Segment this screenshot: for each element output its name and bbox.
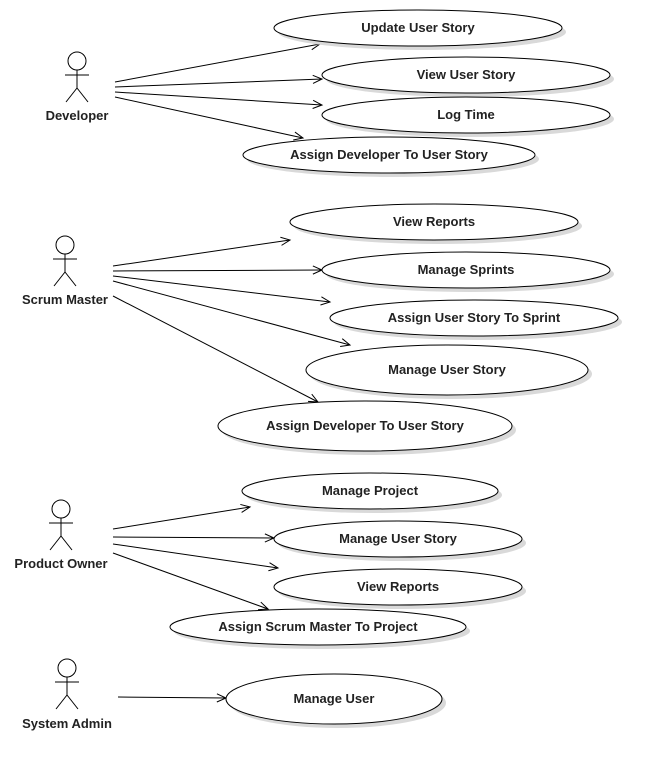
use-case[interactable]: View User Story	[321, 56, 614, 97]
use-case-label: Manage User Story	[388, 362, 507, 377]
use-case[interactable]: Manage User	[225, 673, 446, 728]
association-arrow	[112, 552, 270, 611]
actor-stick-figure-icon	[53, 235, 77, 287]
association-arrow	[112, 543, 280, 572]
association-arrow	[114, 91, 324, 109]
use-case[interactable]: View Reports	[289, 203, 582, 244]
use-case[interactable]: Manage User Story	[273, 520, 526, 561]
use-case-label: Manage User Story	[339, 531, 458, 546]
use-case-label: Log Time	[437, 107, 495, 122]
use-case-label: Assign Developer To User Story	[290, 147, 488, 162]
use-case[interactable]: Manage User Story	[305, 344, 592, 399]
use-case-ellipse[interactable]	[242, 136, 536, 174]
use-case-label: View User Story	[417, 67, 517, 82]
association-arrow	[112, 533, 276, 543]
use-case-ellipse[interactable]	[169, 608, 467, 646]
use-case-ellipse[interactable]	[225, 673, 443, 725]
use-case-label: Manage Project	[322, 483, 419, 498]
use-case[interactable]: Manage Project	[241, 472, 502, 513]
use-case[interactable]: Assign User Story To Sprint	[329, 299, 622, 340]
actor-name: Developer	[46, 108, 109, 123]
use-case[interactable]: View Reports	[273, 568, 526, 609]
actor-stick-figure-icon	[49, 499, 73, 551]
association-arrow	[112, 280, 352, 348]
use-case-ellipse[interactable]	[273, 568, 523, 606]
association-arrow	[114, 41, 322, 83]
association-arrow	[112, 265, 324, 275]
association-arrow	[112, 503, 252, 530]
actor-scrum-master[interactable]: Scrum Master	[22, 235, 108, 307]
association-arrow	[114, 96, 305, 141]
use-case-ellipse[interactable]	[273, 9, 563, 47]
use-case-ellipse[interactable]	[329, 299, 619, 337]
use-case[interactable]: Manage Sprints	[321, 251, 614, 292]
use-case-ellipse[interactable]	[273, 520, 523, 558]
use-case-label: View Reports	[393, 214, 475, 229]
actor-stick-figure-icon	[55, 658, 79, 710]
use-case-ellipse[interactable]	[321, 251, 611, 289]
use-case-label: Update User Story	[361, 20, 475, 35]
use-case-label: Manage Sprints	[418, 262, 515, 277]
use-case-label: Assign User Story To Sprint	[388, 310, 561, 325]
use-case-label: Assign Developer To User Story	[266, 418, 464, 433]
use-case-label: View Reports	[357, 579, 439, 594]
association-arrow	[112, 275, 332, 306]
actor-developer[interactable]: Developer	[46, 51, 109, 123]
actor-product-owner[interactable]: Product Owner	[14, 499, 108, 571]
use-case-label: Assign Scrum Master To Project	[218, 619, 418, 634]
actor-system-admin[interactable]: System Admin	[22, 658, 112, 731]
use-case-ellipse[interactable]	[241, 472, 499, 510]
actor-name: Scrum Master	[22, 292, 108, 307]
use-case-label: Manage User	[294, 691, 375, 706]
use-case[interactable]: Log Time	[321, 96, 614, 137]
association-arrow	[114, 74, 324, 88]
use-case-ellipse[interactable]	[305, 344, 589, 396]
use-case-ellipse[interactable]	[289, 203, 579, 241]
association-arrow	[112, 295, 320, 403]
actor-name: System Admin	[22, 716, 112, 731]
association-arrow	[117, 693, 228, 703]
use-case[interactable]: Assign Developer To User Story	[242, 136, 539, 177]
use-case[interactable]: Update User Story	[273, 9, 566, 50]
actor-stick-figure-icon	[65, 51, 89, 103]
association-arrow	[112, 236, 292, 267]
use-case-ellipse[interactable]	[321, 56, 611, 94]
use-case[interactable]: Assign Developer To User Story	[217, 400, 516, 455]
associations-layer	[112, 41, 352, 703]
use-case-ellipse[interactable]	[217, 400, 513, 452]
use-case[interactable]: Assign Scrum Master To Project	[169, 608, 470, 649]
use-case-ellipse[interactable]	[321, 96, 611, 134]
actor-name: Product Owner	[14, 556, 107, 571]
